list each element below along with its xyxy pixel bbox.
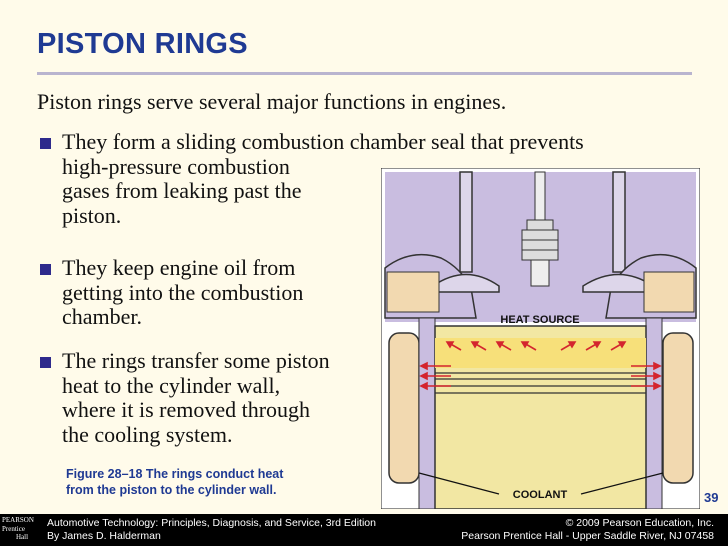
footer-right: © 2009 Pearson Education, Inc. Pearson P… [461, 517, 714, 542]
bullet-text: They keep engine oil from getting into t… [62, 255, 304, 330]
bullet-square-icon [40, 138, 51, 149]
bullet-item: They keep engine oil from getting into t… [37, 255, 367, 330]
bullet-square-icon [40, 357, 51, 368]
slide-title: PISTON RINGS [37, 28, 248, 60]
bullet-text: The rings transfer some piston heat to t… [62, 348, 330, 447]
piston-heat-figure: HEAT SOURCE COOLANT [381, 168, 700, 509]
title-divider [37, 72, 692, 75]
footer-bar: PEARSON Prentice Hall Automotive Technol… [0, 514, 728, 546]
intro-text: Piston rings serve several major functio… [37, 89, 507, 114]
page-number: 39 [704, 490, 719, 505]
bullet-item: The rings transfer some piston heat to t… [37, 348, 367, 447]
bullet-text: They form a sliding combustion chamber s… [62, 129, 584, 228]
bullet-item: They form a sliding combustion chamber s… [37, 129, 677, 228]
coolant-label: COOLANT [513, 489, 568, 501]
bullet-square-icon [40, 264, 51, 275]
figure-caption: Figure 28–18 The rings conduct heat from… [66, 467, 284, 497]
pearson-logo-icon: PEARSON Prentice Hall [2, 516, 34, 541]
footer-left: Automotive Technology: Principles, Diagn… [47, 517, 376, 542]
heat-source-label: HEAT SOURCE [500, 314, 579, 326]
